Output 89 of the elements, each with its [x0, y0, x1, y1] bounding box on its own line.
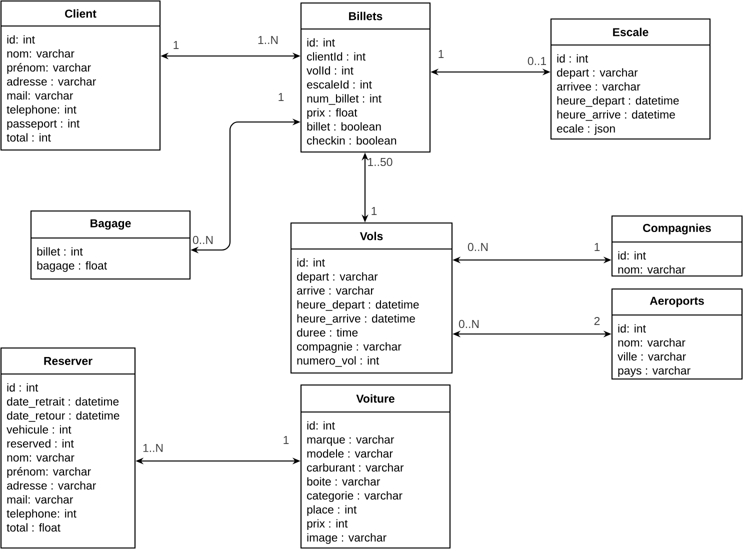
- attribute-text: arrive : varchar: [297, 286, 374, 295]
- attribute-text: carburant : varchar: [307, 463, 404, 472]
- attribute-text: total : float: [6, 523, 60, 532]
- attribute-text: prénom: varchar: [7, 63, 91, 74]
- attribute-text: num_billet : int: [307, 94, 382, 105]
- class-box: [30, 210, 191, 280]
- attribute-text: date_retrait : datetime: [7, 397, 119, 408]
- attribute-text: duree : time: [297, 328, 358, 337]
- multiplicity-label: 1: [278, 93, 284, 101]
- attribute-text: prénom: varchar: [7, 467, 91, 478]
- attribute-text: id : int: [7, 383, 38, 392]
- multiplicity-label: 1..50: [368, 158, 392, 166]
- attribute-text: nom: varchar: [618, 338, 686, 347]
- multiplicity-label: 0..N: [458, 320, 479, 328]
- class-name: Billets: [349, 12, 382, 20]
- attribute-text: nom: varchar: [618, 265, 686, 274]
- attribute-text: volId : int: [306, 66, 354, 75]
- attribute-text: id: int: [307, 421, 335, 430]
- multiplicity-label: 1: [372, 207, 377, 215]
- multiplicity-label: 0..1: [528, 56, 546, 66]
- multiplicity-label: 1..N: [258, 36, 278, 44]
- class-box: [300, 384, 451, 549]
- multiplicity-label: 1: [594, 243, 600, 251]
- class-name: Aeroports: [650, 296, 704, 308]
- class-box: [611, 215, 743, 277]
- attribute-text: reserved : int: [7, 439, 74, 448]
- attribute-text: heure_arrive : datetime: [557, 110, 675, 121]
- multiplicity-label: 1: [284, 436, 289, 444]
- class-name: Voiture: [356, 394, 394, 403]
- attribute-text: mail: varchar: [7, 495, 74, 504]
- attribute-text: bagage : float: [37, 261, 107, 272]
- attribute-text: billet : boolean: [307, 122, 381, 131]
- attribute-text: heure_depart : datetime: [557, 96, 679, 107]
- attribute-text: telephone: int: [6, 509, 76, 520]
- attribute-text: place : int: [307, 505, 357, 516]
- attribute-text: mail: varchar: [7, 91, 74, 100]
- class-box: [550, 18, 711, 140]
- attribute-text: image : varchar: [307, 533, 386, 544]
- attribute-text: arrivee : varchar: [557, 82, 640, 91]
- attribute-text: id : int: [557, 54, 588, 63]
- attribute-text: ecale : json: [557, 124, 615, 135]
- attribute-text: nom: varchar: [7, 49, 74, 58]
- attribute-text: ville : varchar: [618, 352, 686, 361]
- class-name: Vols: [360, 232, 383, 240]
- class-box: [0, 0, 161, 151]
- attribute-text: pays : varchar: [618, 366, 690, 377]
- attribute-text: date_retour : datetime: [7, 411, 120, 422]
- class-name: Bagage: [90, 219, 131, 230]
- class-name: Reserver: [44, 357, 92, 365]
- attribute-text: vehicule : int: [6, 425, 72, 434]
- multiplicity-label: 0..N: [192, 236, 213, 244]
- attribute-text: id: int: [297, 258, 325, 267]
- attribute-text: boite : varchar: [307, 477, 380, 486]
- attribute-text: id: int: [7, 35, 35, 44]
- attribute-text: id: int: [307, 38, 335, 47]
- attribute-text: compagnie : varchar: [297, 342, 402, 353]
- attribute-text: adresse : varchar: [7, 481, 96, 490]
- class-box: [611, 288, 743, 380]
- multiplicity-label: 1..N: [143, 444, 163, 452]
- attribute-text: prix : float: [307, 108, 358, 119]
- attribute-text: depart : varchar: [297, 272, 378, 283]
- attribute-text: adresse : varchar: [7, 77, 96, 86]
- class-name: Compagnies: [643, 224, 711, 234]
- attribute-text: numero_vol : int: [297, 356, 380, 367]
- attribute-text: billet : int: [37, 247, 83, 256]
- class-box: [300, 2, 431, 153]
- attribute-text: id: int: [618, 324, 646, 333]
- multiplicity-label: 2: [594, 317, 600, 325]
- attribute-text: categorie : varchar: [307, 491, 402, 502]
- attribute-text: clientId : int: [307, 52, 366, 61]
- class-name: Escale: [613, 28, 648, 36]
- attribute-text: nom: varchar: [7, 453, 74, 462]
- attribute-text: total : int: [6, 133, 51, 142]
- attribute-text: checkin : boolean: [307, 136, 396, 145]
- attribute-text: escaleId : int: [307, 80, 372, 89]
- attribute-text: heure_depart : datetime: [297, 300, 419, 311]
- class-name: Client: [65, 9, 96, 18]
- attribute-text: heure_arrive : datetime: [297, 314, 415, 325]
- class-box: [0, 347, 136, 549]
- attribute-text: id: int: [618, 251, 646, 260]
- attribute-text: telephone: int: [6, 105, 76, 116]
- class-box: [290, 222, 453, 374]
- attribute-text: modele : varchar: [307, 449, 393, 458]
- multiplicity-label: 0..N: [468, 242, 488, 252]
- attribute-text: depart : varchar: [557, 68, 638, 79]
- attribute-text: prix : int: [307, 519, 348, 530]
- attribute-text: passeport : int: [7, 119, 80, 130]
- attribute-text: marque : varchar: [307, 435, 394, 446]
- multiplicity-label: 1: [174, 41, 179, 49]
